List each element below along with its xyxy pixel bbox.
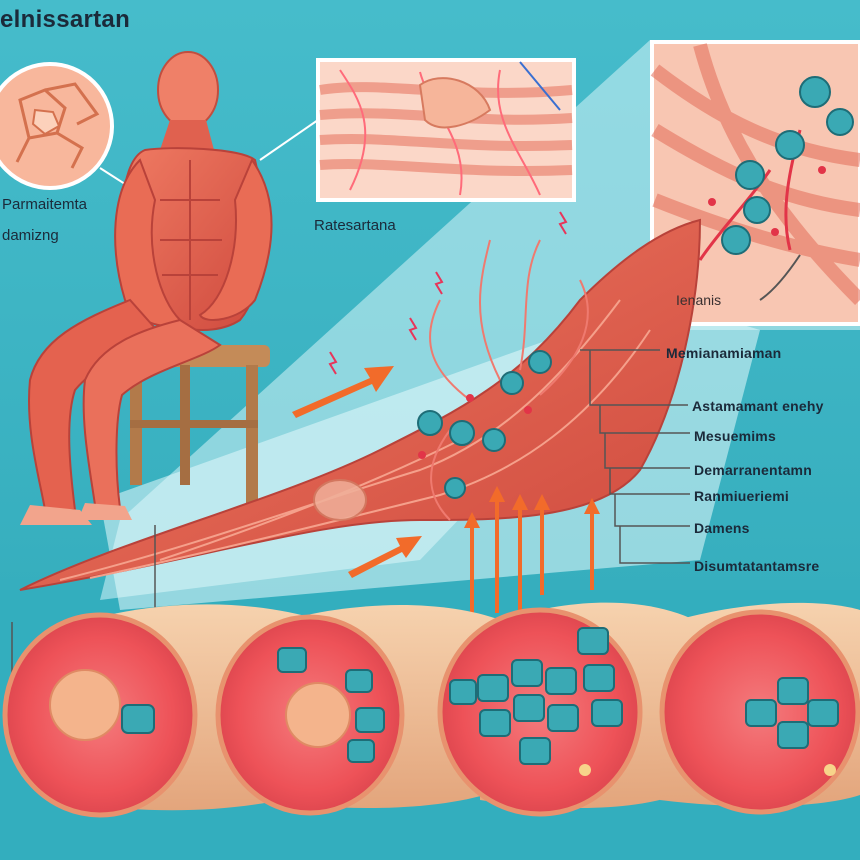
label-left-1: Parmaitemta	[2, 196, 88, 213]
cylinder-3	[437, 602, 690, 817]
muscle-figure-icon	[20, 51, 273, 525]
callout-label-3: Mesuemims	[694, 428, 776, 444]
lightning-icon	[328, 211, 568, 375]
callout-label-1: Memianamiaman	[666, 345, 782, 361]
arrow-icon	[292, 366, 600, 640]
label-middle: Ratesartana	[314, 217, 396, 234]
cylinder-2	[215, 605, 500, 816]
label-inset: Ienanis	[676, 292, 722, 308]
callout-label-2: Astamamant enehy	[692, 398, 824, 414]
callout-label-4: Demarranentamn	[694, 462, 812, 478]
fiber-inset	[316, 58, 576, 202]
callout-label-6: Damens	[694, 520, 750, 536]
molecule-icon	[799, 76, 831, 108]
callout-label-7: Disumtatantamsre	[694, 558, 820, 574]
page-title: elnissartan	[0, 6, 131, 33]
skin-texture-inset	[0, 62, 114, 190]
label-left-2: damizng	[2, 227, 59, 244]
leader-fiber	[259, 119, 319, 161]
callout-leaders	[11, 349, 690, 680]
cylinder-4	[659, 602, 860, 815]
callout-label-5: Ranmiueriemi	[694, 488, 789, 504]
muscle-bundle	[19, 218, 702, 591]
